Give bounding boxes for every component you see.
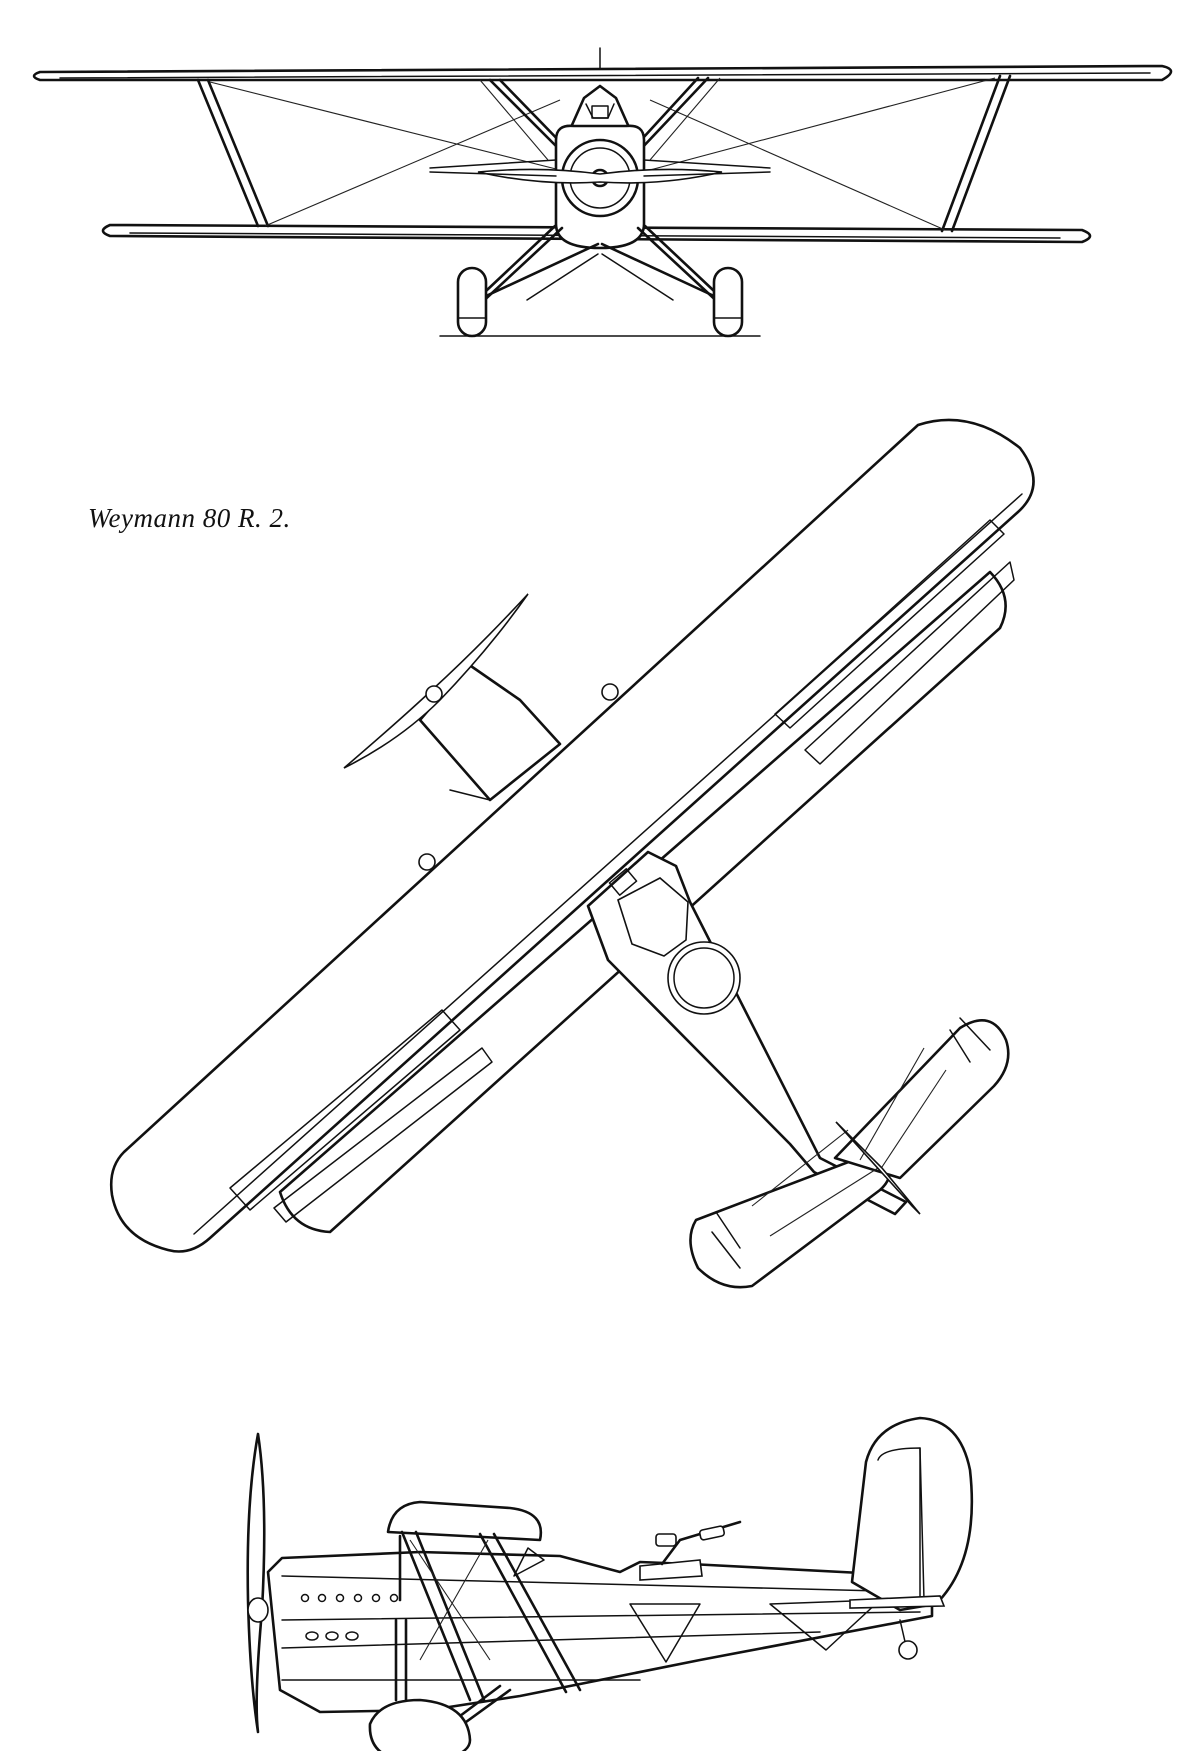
front-propeller bbox=[477, 168, 723, 184]
side-tail-fin bbox=[850, 1416, 974, 1612]
front-lower-wing bbox=[101, 223, 1092, 244]
front-bracing-wires bbox=[209, 77, 996, 231]
top-upper-wing bbox=[109, 418, 1035, 1253]
front-wheel-right bbox=[712, 266, 744, 338]
side-cowling-holes bbox=[300, 1593, 399, 1641]
side-upper-wing bbox=[386, 1500, 543, 1542]
side-propeller bbox=[246, 1432, 266, 1734]
side-view bbox=[246, 1416, 974, 1751]
front-wheel-left bbox=[456, 266, 488, 338]
front-upper-wing bbox=[32, 64, 1173, 82]
aircraft-caption: Weymann 80 R. 2. bbox=[88, 503, 291, 533]
side-fuselage bbox=[266, 1550, 934, 1714]
top-view bbox=[109, 418, 1035, 1289]
side-wheel-spat bbox=[368, 1698, 472, 1751]
top-propeller bbox=[343, 593, 529, 769]
front-view bbox=[32, 47, 1173, 338]
